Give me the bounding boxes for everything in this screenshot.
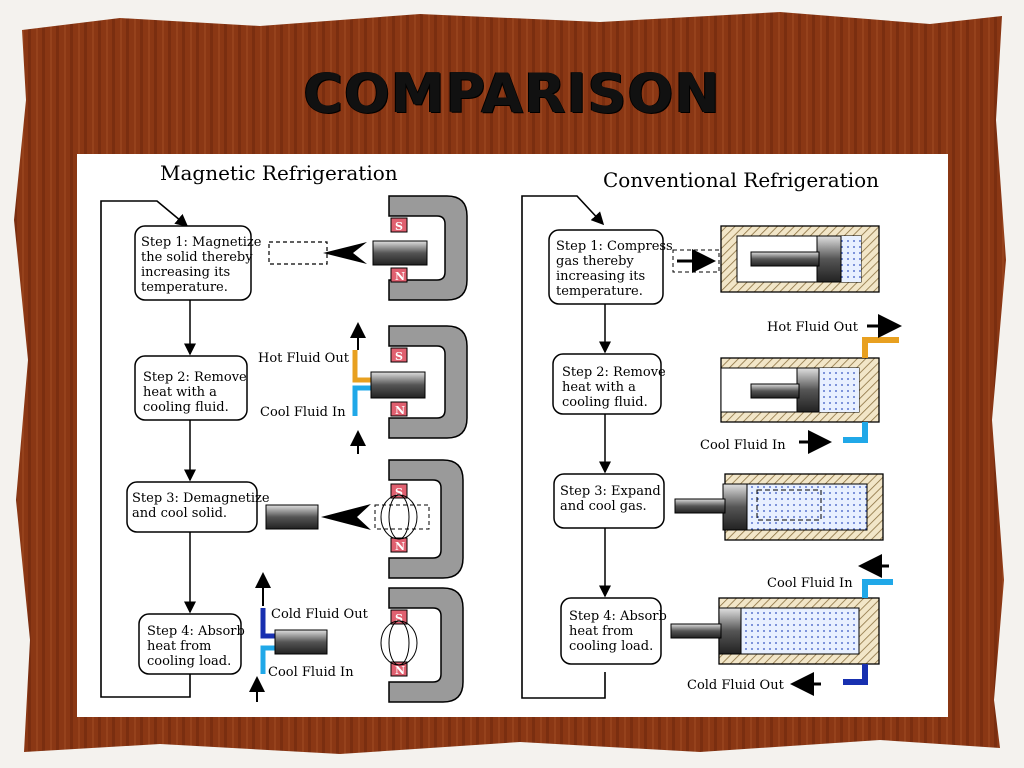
- conventional-hot-fluid-out-label: Hot Fluid Out: [767, 320, 859, 335]
- conventional-heading: Conventional Refrigeration: [603, 168, 879, 192]
- conventional-step-1-line-3: increasing its: [556, 269, 645, 284]
- magnet-3-pole-s: S: [395, 486, 403, 499]
- magnet-2-pole-s: S: [395, 350, 403, 363]
- conventional-step-3-line-2: and cool gas.: [560, 499, 647, 514]
- conventional-step-2-line-1: Step 2: Remove: [562, 365, 666, 380]
- conventional-step-1-line-4: temperature.: [556, 284, 643, 299]
- magnetic-heading: Magnetic Refrigeration: [160, 161, 398, 185]
- cylinder-1: [672, 225, 880, 293]
- conventional-step-2-line-2: heat with a: [562, 380, 636, 395]
- slide-title: COMPARISON: [303, 62, 721, 125]
- cylinder-4: [670, 554, 893, 696]
- conventional-step-4-line-2: heat from: [569, 624, 633, 639]
- magnet-4-pole-n: N: [395, 664, 405, 677]
- conventional-step-4-line-3: cooling load.: [569, 639, 653, 654]
- conventional-cold-fluid-out-label: Cold Fluid Out: [687, 678, 785, 693]
- magnetic-step-2-line-3: cooling fluid.: [143, 400, 229, 415]
- conventional-step-3: Step 3: Expand and cool gas.: [553, 473, 665, 529]
- conventional-step-1-line-2: gas thereby: [556, 254, 634, 269]
- magnetic-step-2-line-1: Step 2: Remove: [143, 370, 247, 385]
- conventional-step-2-line-3: cooling fluid.: [562, 395, 648, 410]
- magnetic-step-1-line-1: Step 1: Magnetize: [141, 235, 262, 250]
- conventional-cool-fluid-in-label-2: Cool Fluid In: [767, 576, 853, 591]
- magnet-2: S N: [350, 322, 468, 454]
- magnetic-step-2-line-2: heat with a: [143, 385, 217, 400]
- magnetic-step-1-line-3: increasing its: [141, 265, 230, 280]
- magnetic-cool-fluid-in-label-1: Cool Fluid In: [260, 405, 346, 420]
- magnet-1: S N: [268, 195, 468, 301]
- magnetic-step-2: Step 2: Remove heat with a cooling fluid…: [134, 355, 248, 421]
- conventional-step-4-line-1: Step 4: Absorb: [569, 609, 667, 624]
- cylinder-3: [674, 473, 884, 541]
- magnetic-step-4-line-2: heat from: [147, 639, 211, 654]
- magnet-1-pole-n: N: [395, 270, 405, 283]
- magnetic-step-4-line-3: cooling load.: [147, 654, 231, 669]
- magnetic-step-3-line-2: and cool solid.: [132, 506, 227, 521]
- magnetic-step-1: Step 1: Magnetize the solid thereby incr…: [134, 225, 262, 301]
- magnet-4: S N: [249, 572, 464, 703]
- conventional-step-1: Step 1: Compress gas thereby increasing …: [548, 229, 673, 305]
- conventional-cool-fluid-in-label-1: Cool Fluid In: [700, 438, 786, 453]
- comparison-diagram: Magnetic Refrigeration Step 1: Magnetize…: [77, 154, 948, 717]
- magnet-4-pole-s: S: [395, 612, 403, 625]
- conventional-cycle-line: [521, 195, 606, 699]
- magnetic-step-1-line-2: the solid thereby: [141, 250, 253, 265]
- magnetic-step-4-line-1: Step 4: Absorb: [147, 624, 245, 639]
- conventional-step-3-line-1: Step 3: Expand: [560, 484, 661, 499]
- magnetic-step-1-line-4: temperature.: [141, 280, 228, 295]
- magnetic-cycle-line: [100, 200, 191, 698]
- magnetic-cold-fluid-out-label: Cold Fluid Out: [271, 607, 369, 622]
- cylinder-2: [720, 314, 902, 454]
- magnet-1-pole-s: S: [395, 220, 403, 233]
- magnet-3-pole-n: N: [395, 540, 405, 553]
- magnet-2-pole-n: N: [395, 404, 405, 417]
- conventional-step-1-line-1: Step 1: Compress: [556, 239, 673, 254]
- magnetic-cool-fluid-in-label-2: Cool Fluid In: [268, 665, 354, 680]
- conventional-step-4: Step 4: Absorb heat from cooling load.: [560, 597, 667, 665]
- magnetic-step-3: Step 3: Demagnetize and cool solid.: [126, 481, 270, 533]
- magnetic-hot-fluid-out-label: Hot Fluid Out: [258, 351, 350, 366]
- conventional-step-2: Step 2: Remove heat with a cooling fluid…: [552, 353, 666, 415]
- magnetic-step-3-line-1: Step 3: Demagnetize: [132, 491, 270, 506]
- magnet-3: S N: [265, 459, 464, 579]
- magnetic-step-4: Step 4: Absorb heat from cooling load.: [138, 613, 245, 675]
